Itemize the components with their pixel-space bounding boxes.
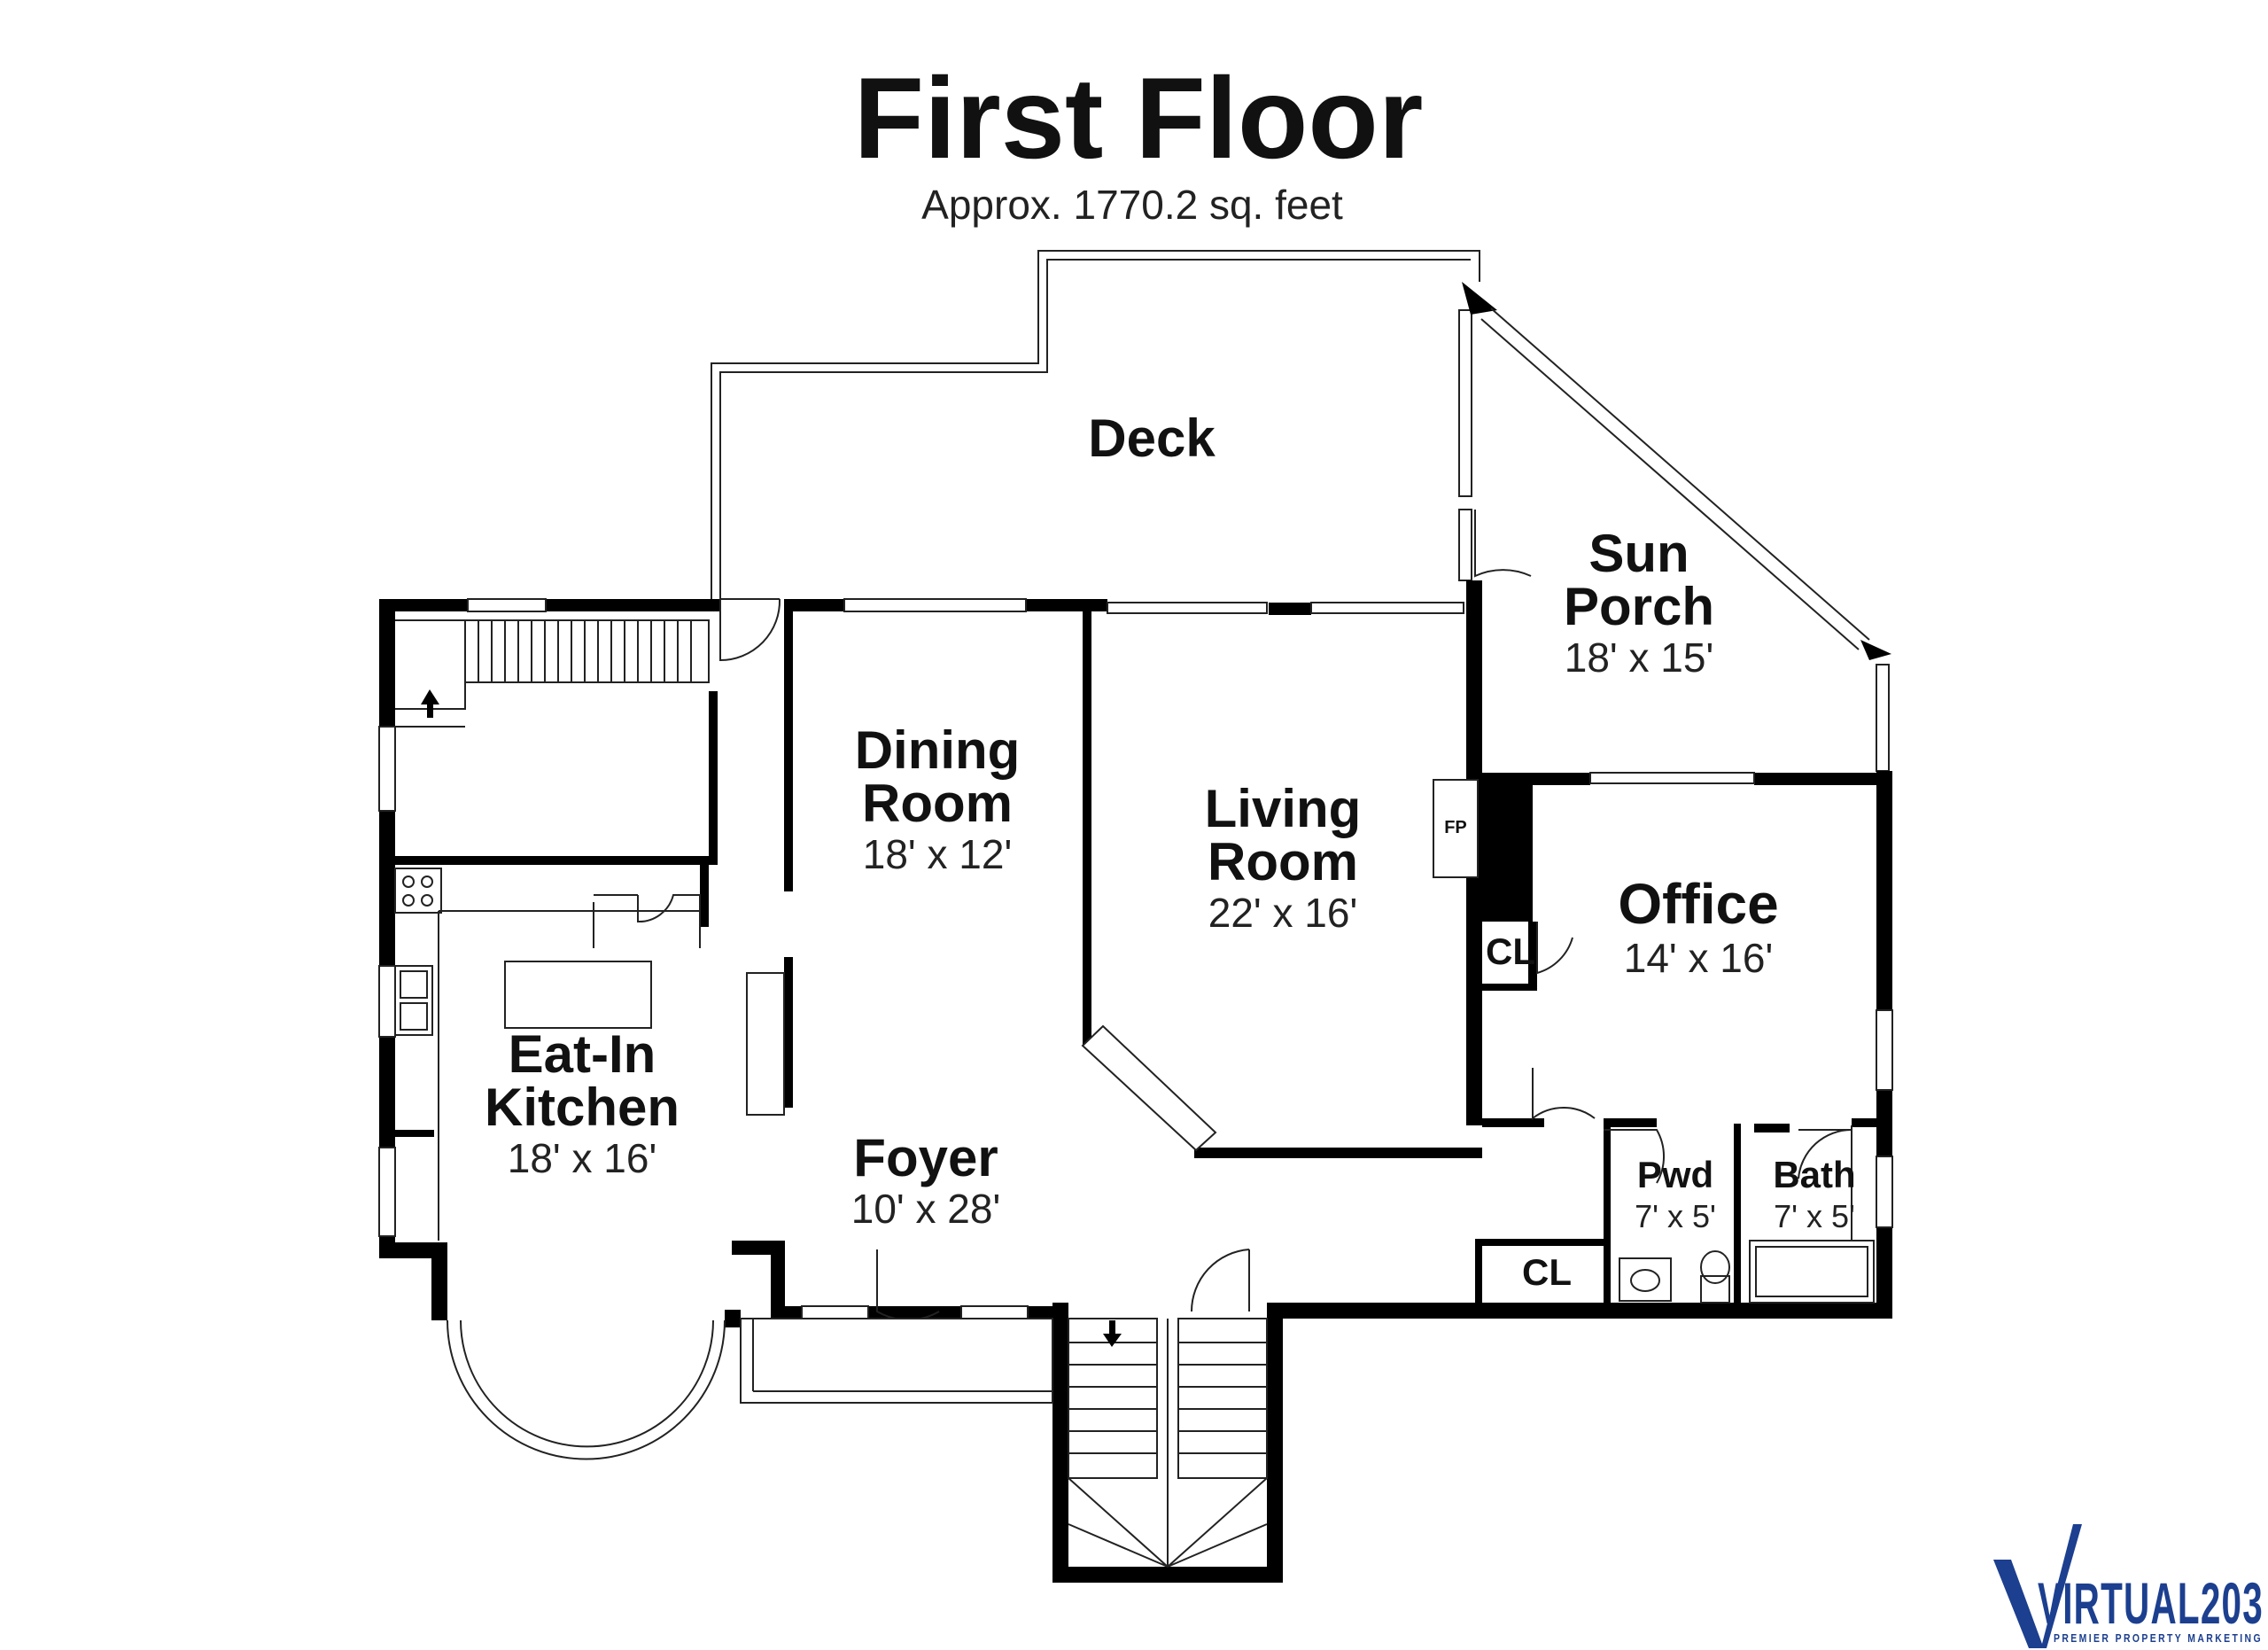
living-room-label-1: Living (1205, 779, 1362, 838)
bath-dims: 7' x 5' (1774, 1198, 1855, 1234)
up-arrow-icon (421, 689, 439, 718)
interior-walls (390, 599, 1887, 1310)
dining-room-label-1: Dining (855, 720, 1021, 780)
bath-label: Bath (1773, 1154, 1855, 1195)
brand-tagline: PREMIER PROPERTY MARKETING (2054, 1631, 2263, 1645)
down-arrow-icon (1103, 1320, 1122, 1347)
hall-closet-label: CL (1522, 1251, 1572, 1293)
office-dims: 14' x 16' (1624, 935, 1773, 981)
kitchen-label-1: Eat-In (509, 1024, 656, 1084)
stairs-lower (1068, 1318, 1268, 1568)
living-angled-wall (1081, 1024, 1217, 1152)
brand-logo: VIRTUAL203 PREMIER PROPERTY MARKETING (1993, 1524, 2264, 1648)
doors (594, 510, 1852, 1321)
brand-logo-text: VIRTUAL203 (2038, 1570, 2264, 1636)
foyer-label: Foyer (853, 1128, 998, 1187)
kitchen-dims: 18' x 16' (508, 1135, 656, 1181)
v-mark-icon (1993, 1524, 2082, 1648)
kitchen-fixtures (394, 868, 1053, 1460)
stairs-upper (395, 619, 710, 728)
fireplace-hearth (1433, 779, 1479, 878)
office-label: Office (1618, 872, 1778, 936)
kitchen-label-2: Kitchen (485, 1078, 680, 1137)
dining-room-label-2: Room (862, 774, 1013, 833)
page-subtitle: Approx. 1770.2 sq. feet (921, 182, 1343, 228)
foyer-dims: 10' x 28' (851, 1186, 1000, 1232)
deck-outline (711, 250, 1480, 599)
sun-porch-dims: 18' x 15' (1565, 634, 1713, 681)
deck-label: Deck (1088, 409, 1216, 468)
sun-porch-label-2: Porch (1564, 577, 1714, 636)
fireplace-label: FP (1444, 818, 1467, 837)
windows (378, 598, 1893, 1319)
living-room-label-2: Room (1208, 832, 1358, 891)
powder-label: Pwd (1637, 1154, 1713, 1195)
powder-dims: 7' x 5' (1635, 1198, 1716, 1234)
living-room-dims: 22' x 16' (1208, 890, 1357, 936)
sun-porch-label-1: Sun (1588, 524, 1689, 583)
dining-room-dims: 18' x 12' (863, 831, 1012, 877)
bath-fixtures (1619, 1125, 1875, 1304)
sun-porch-walls (1462, 282, 1891, 772)
page-title: First Floor (854, 53, 1424, 183)
office-closet-label: CL (1486, 930, 1535, 972)
